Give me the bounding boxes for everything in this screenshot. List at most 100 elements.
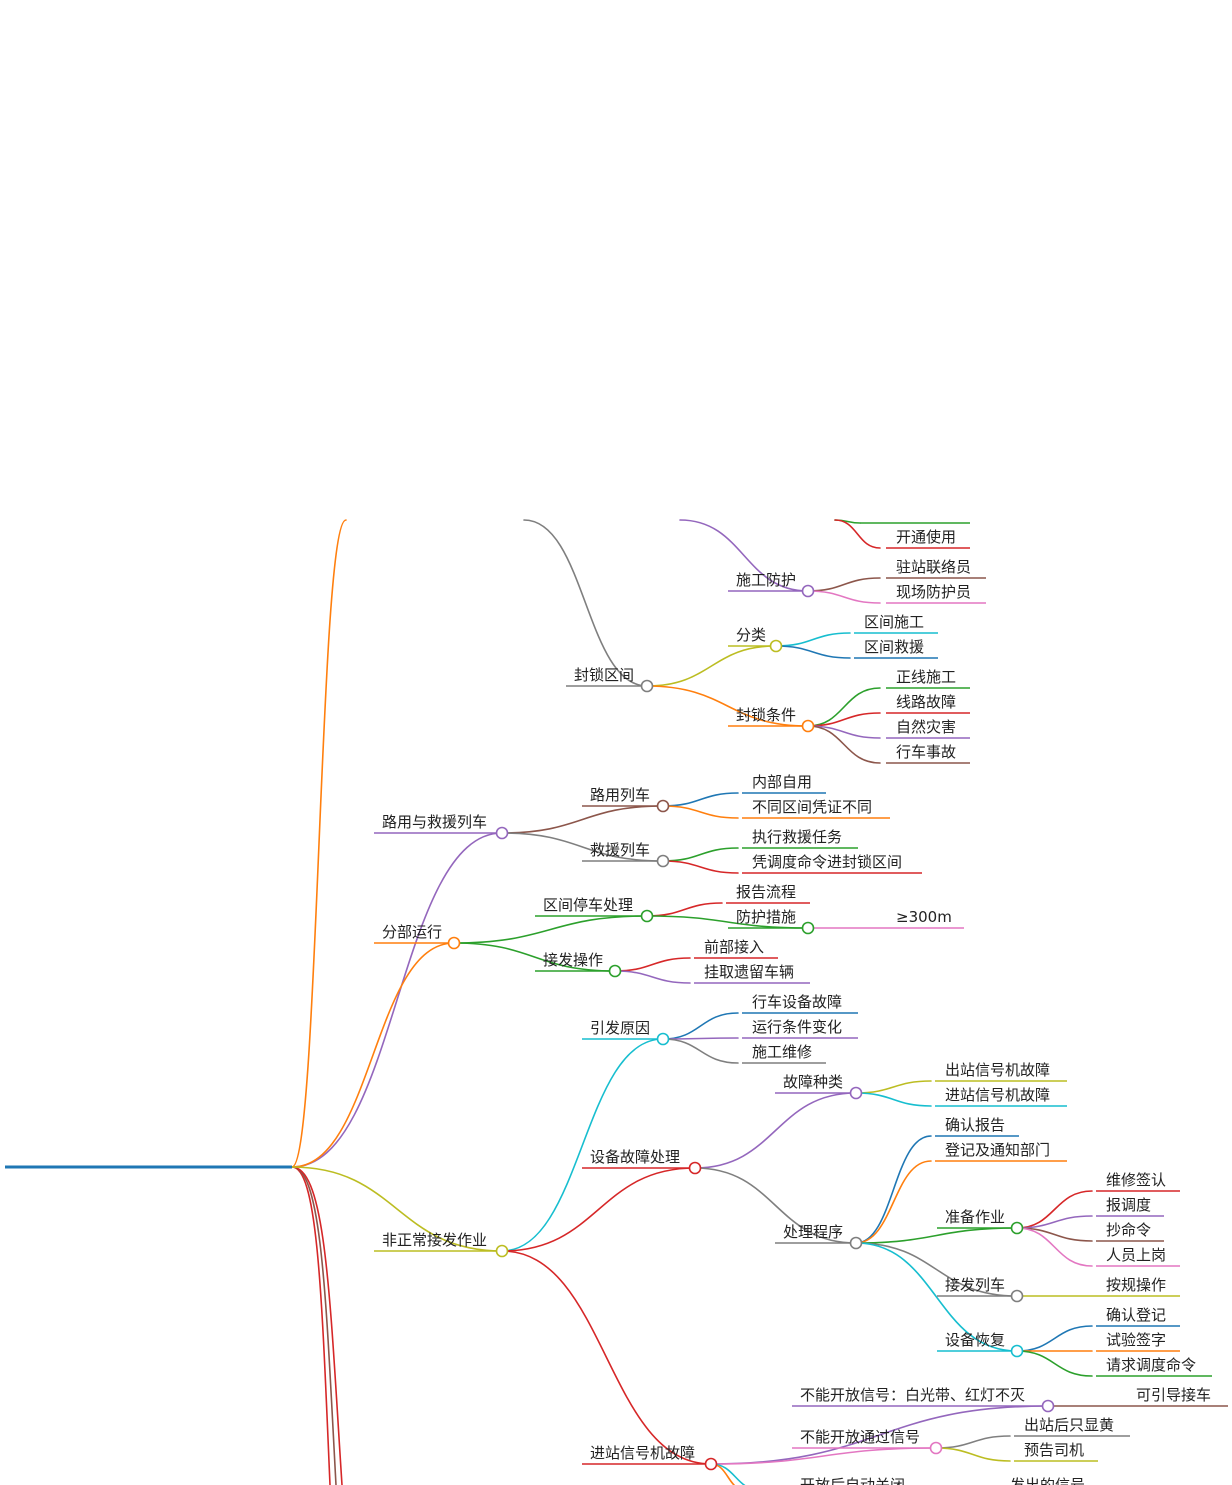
node-label-shebei_huifu: 设备恢复 bbox=[945, 1331, 1005, 1349]
node-label-jiefa_lieche: 接发列车 bbox=[945, 1276, 1005, 1294]
node-label-qianbu: 前部接入 bbox=[704, 938, 764, 956]
connector-line bbox=[1016, 1190, 1093, 1229]
connector-line bbox=[710, 1405, 1049, 1465]
connector-line bbox=[694, 1167, 857, 1244]
node-label-zhunbei: 准备作业 bbox=[945, 1208, 1005, 1226]
node-label-bao_diaodu: 报调度 bbox=[1106, 1196, 1151, 1214]
node-label-fanghu: 防护措施 bbox=[736, 908, 796, 926]
connector-line bbox=[646, 902, 723, 917]
connector-line bbox=[614, 957, 691, 972]
connector-line bbox=[501, 805, 664, 834]
node-toggle[interactable] bbox=[1041, 1399, 1055, 1413]
node-toggle[interactable] bbox=[801, 584, 815, 598]
node-label-feizhengchang: 非正常接发作业 bbox=[382, 1231, 487, 1249]
connector-line bbox=[291, 832, 503, 1168]
connector-line bbox=[291, 1166, 343, 1485]
connector-line bbox=[291, 1166, 331, 1485]
node-toggle[interactable] bbox=[801, 719, 815, 733]
connector-line bbox=[614, 970, 691, 984]
connector-line bbox=[523, 519, 648, 687]
mindmap-labels: 开通使用施工防护驻站联络员现场防护员封锁区间分类区间施工区间救援封锁条件正线施工… bbox=[382, 528, 1211, 1485]
node-toggle[interactable] bbox=[608, 964, 622, 978]
connector-line bbox=[807, 687, 881, 727]
connector-line bbox=[662, 1038, 739, 1064]
node-label-qujian_tingche: 区间停车处理 bbox=[543, 896, 633, 914]
node-toggle[interactable] bbox=[1010, 1344, 1024, 1358]
node-label-queren_dengji: 确认登记 bbox=[1106, 1306, 1166, 1324]
node-toggle[interactable] bbox=[1010, 1289, 1024, 1303]
node-label-guzhang_zhonglei: 故障种类 bbox=[783, 1073, 843, 1091]
connector-line bbox=[662, 1012, 739, 1040]
node-label-qujianshigong: 区间施工 bbox=[864, 613, 924, 631]
connector-line bbox=[855, 1135, 932, 1244]
connector-line bbox=[807, 725, 881, 764]
connector-line bbox=[694, 1092, 857, 1169]
connector-line bbox=[1016, 1227, 1093, 1267]
node-label-queren_baogao: 确认报告 bbox=[945, 1116, 1005, 1134]
node-label-jiuyuan: 救援列车 bbox=[590, 841, 650, 859]
connector-line bbox=[710, 1463, 746, 1485]
node-label-ping: 凭调度命令进封锁区间 bbox=[752, 853, 902, 871]
node-toggle[interactable] bbox=[495, 1244, 509, 1258]
connector-line bbox=[291, 1166, 337, 1485]
node-toggle[interactable] bbox=[656, 799, 670, 813]
node-label-dengji: 登记及通知部门 bbox=[945, 1141, 1050, 1159]
connector-line bbox=[662, 805, 739, 819]
mindmap-edges bbox=[291, 519, 1093, 1485]
node-toggle[interactable] bbox=[688, 1161, 702, 1175]
connector-line bbox=[775, 632, 851, 647]
node-label-shebei_guzhang: 行车设备故障 bbox=[752, 993, 842, 1011]
node-toggle[interactable] bbox=[849, 1236, 863, 1250]
connector-line bbox=[807, 590, 881, 604]
connector-line bbox=[501, 1167, 696, 1252]
node-toggle[interactable] bbox=[769, 639, 783, 653]
node-toggle[interactable] bbox=[640, 679, 654, 693]
node-label-weixiu: 维修签认 bbox=[1106, 1171, 1166, 1189]
node-toggle[interactable] bbox=[704, 1457, 718, 1471]
node-toggle[interactable] bbox=[447, 936, 461, 950]
node-toggle[interactable] bbox=[849, 1086, 863, 1100]
mindmap-underlines bbox=[5, 522, 1228, 1465]
node-label-yunxing: 运行条件变化 bbox=[752, 1018, 842, 1036]
node-label-renyuan: 人员上岗 bbox=[1106, 1246, 1166, 1264]
node-label-chuli_chengxu: 处理程序 bbox=[783, 1223, 843, 1241]
connector-line bbox=[1016, 1325, 1093, 1352]
node-label-xianchang: 现场防护员 bbox=[896, 583, 971, 601]
node-toggle[interactable] bbox=[495, 826, 509, 840]
node-label-bunengkaifang: 不能开放信号：白光带、红灯不灭 bbox=[800, 1386, 1025, 1404]
node-label-fengsuotiaojian: 封锁条件 bbox=[736, 706, 796, 724]
node-toggle[interactable] bbox=[656, 854, 670, 868]
node-label-chuzhanhou: 出站后只显黄 bbox=[1024, 1416, 1114, 1434]
connector-line bbox=[291, 942, 455, 1168]
node-toggle[interactable] bbox=[929, 1441, 943, 1455]
node-label-yugao: 预告司机 bbox=[1024, 1441, 1084, 1459]
node-label-fengsuoqujian: 封锁区间 bbox=[574, 666, 634, 684]
connector-line bbox=[1016, 1350, 1093, 1377]
connector-line bbox=[775, 645, 851, 659]
node-label-anggui: 按规操作 bbox=[1106, 1276, 1166, 1294]
node-label-kaifanghou: 开放后自动关闭 bbox=[800, 1476, 905, 1485]
node-label-xianlu: 线路故障 bbox=[896, 693, 956, 711]
connector-line bbox=[501, 1038, 664, 1252]
connector-line bbox=[679, 519, 809, 592]
node-label-shigongfanghu: 施工防护 bbox=[736, 571, 796, 589]
node-label-fachu: 发出的信号 bbox=[1010, 1476, 1085, 1485]
connector-line bbox=[855, 1160, 932, 1244]
node-label-qingqiu: 请求调度命令 bbox=[1106, 1356, 1196, 1374]
node-toggle[interactable] bbox=[656, 1032, 670, 1046]
connector-line bbox=[291, 1166, 503, 1252]
connector-line bbox=[453, 915, 648, 944]
node-label-ziran: 自然灾害 bbox=[896, 718, 956, 736]
node-toggle[interactable] bbox=[1010, 1221, 1024, 1235]
node-label-zhixing: 执行救援任务 bbox=[752, 828, 842, 846]
node-label-ge300: ≥300m bbox=[896, 908, 952, 926]
node-toggle[interactable] bbox=[640, 909, 654, 923]
node-label-zhuzhan: 驻站联络员 bbox=[896, 558, 971, 576]
connector-line bbox=[662, 847, 739, 862]
node-label-chuzhan: 出站信号机故障 bbox=[945, 1061, 1050, 1079]
connector-line bbox=[855, 1242, 1018, 1352]
node-toggle[interactable] bbox=[801, 921, 815, 935]
mindmap-circles bbox=[447, 584, 1055, 1471]
